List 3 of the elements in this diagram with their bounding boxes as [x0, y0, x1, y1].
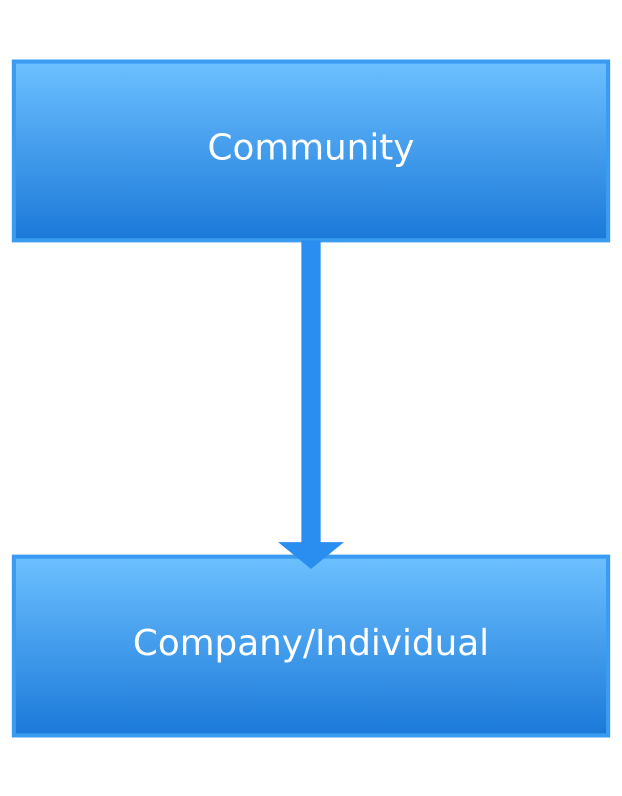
node-box: Community	[12, 58, 610, 242]
node-box: Company/Individual	[12, 554, 610, 738]
arrow	[278, 240, 344, 569]
